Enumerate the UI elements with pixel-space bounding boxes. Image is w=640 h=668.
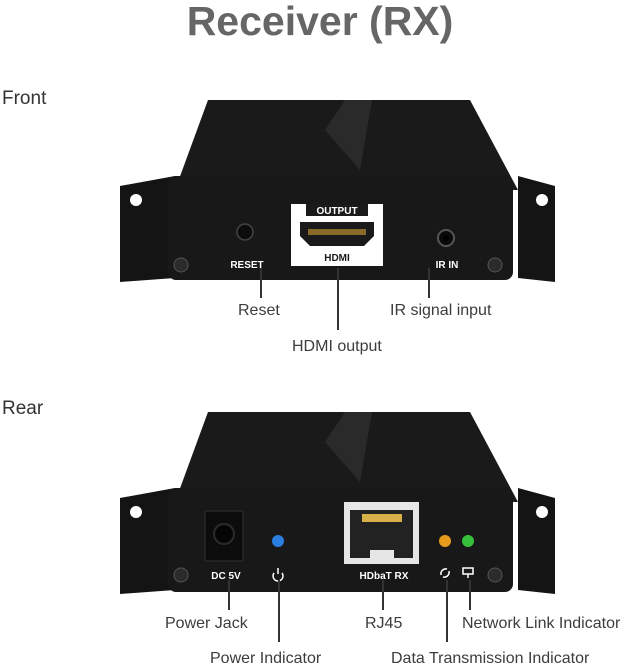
network-link-leader-line: [469, 580, 471, 610]
output-label: OUTPUT: [316, 206, 357, 217]
receiver-front-device: RESET OUTPUT HDMI IR IN: [0, 90, 640, 290]
network-link-led: [462, 535, 474, 547]
reset-panel-label: RESET: [230, 260, 263, 271]
rj45-panel-label: HDbaT RX: [360, 571, 409, 582]
power-indicator-leader-line: [278, 580, 280, 642]
page-title: Receiver (RX): [0, 0, 640, 45]
network-link-callout: Network Link Indicator: [462, 615, 620, 633]
receiver-rear-device: DC 5V HDbaT RX: [0, 402, 640, 602]
power-jack-panel-label: DC 5V: [211, 571, 241, 582]
reset-callout: Reset: [238, 302, 280, 320]
hdmi-label: HDMI: [324, 253, 350, 264]
power-jack-leader-line: [228, 580, 230, 610]
power-jack-callout: Power Jack: [165, 615, 248, 633]
data-transmission-leader-line: [446, 580, 448, 642]
ir-panel-label: IR IN: [436, 260, 459, 271]
power-indicator-callout: Power Indicator: [210, 650, 321, 668]
power-led-indicator: [272, 535, 284, 547]
hdmi-leader-line: [337, 268, 339, 330]
ir-input-callout: IR signal input: [390, 302, 491, 320]
rj45-callout: RJ45: [365, 615, 402, 633]
rj45-leader-line: [382, 580, 384, 610]
ir-leader-line: [428, 268, 430, 298]
reset-button[interactable]: [237, 224, 253, 240]
reset-leader-line: [260, 268, 262, 298]
data-transmission-callout: Data Transmission Indicator: [391, 650, 589, 668]
data-transmission-led: [439, 535, 451, 547]
hdmi-output-callout: HDMI output: [292, 338, 382, 356]
